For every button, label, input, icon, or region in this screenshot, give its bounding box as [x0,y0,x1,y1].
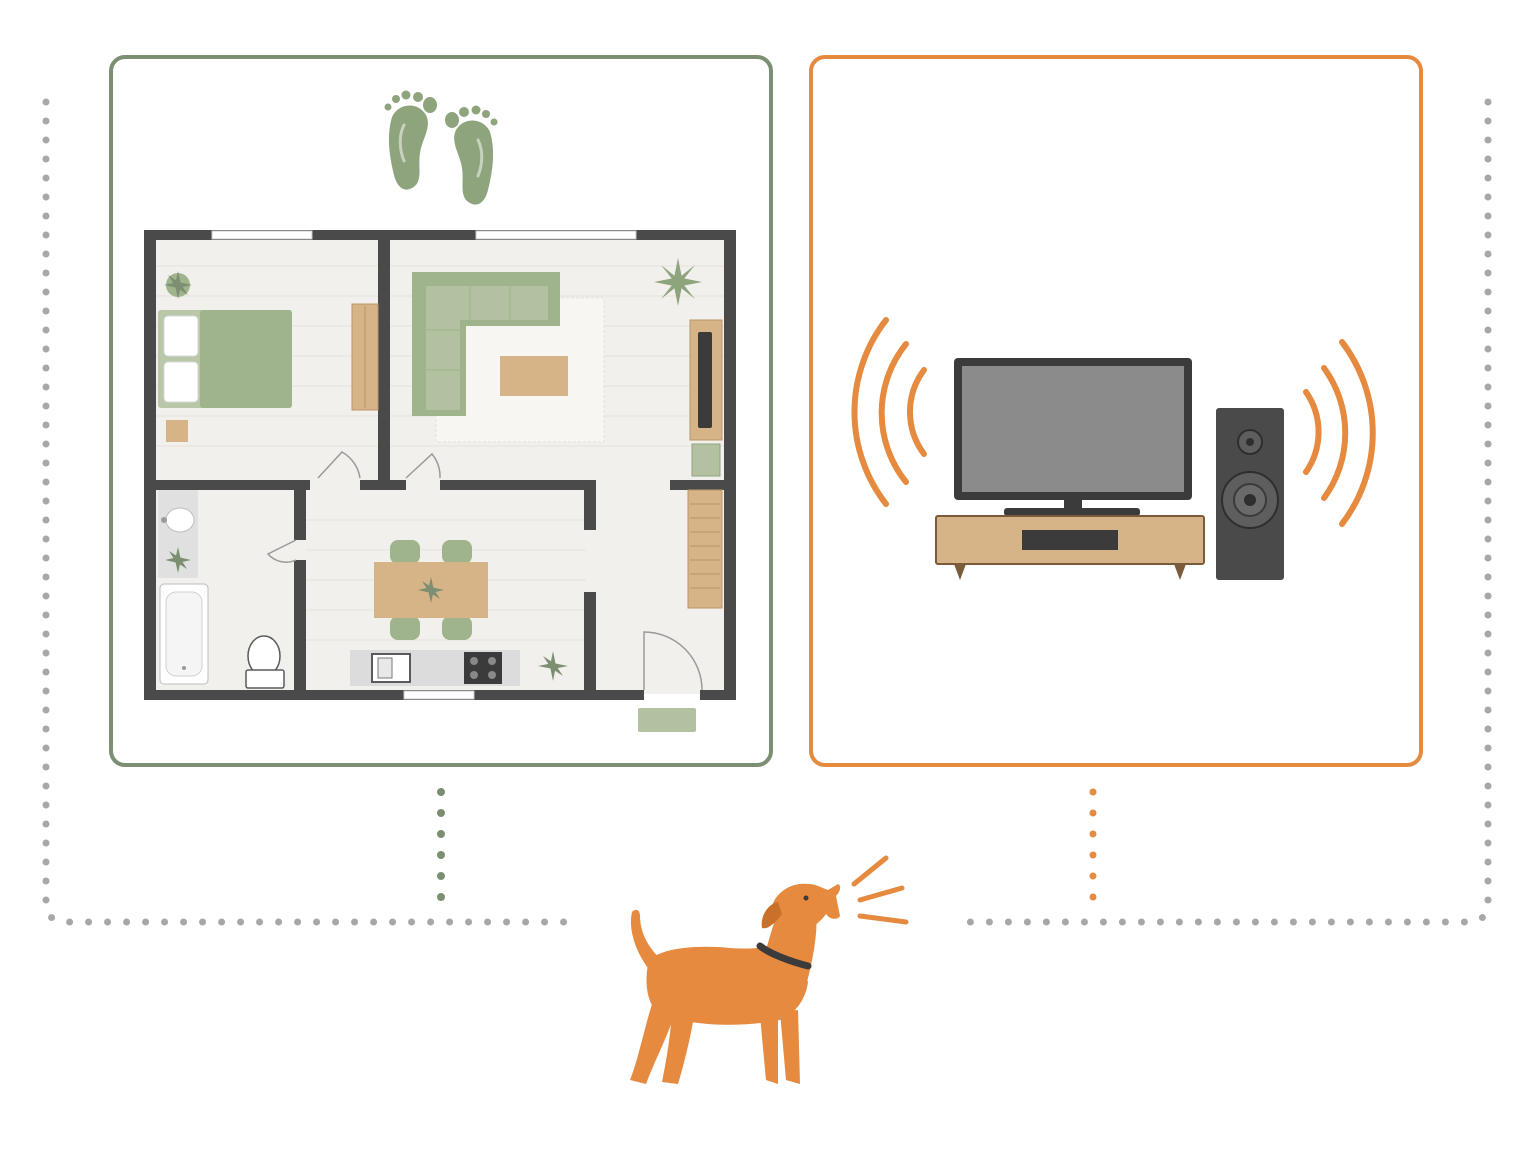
barking-dog-icon [630,883,841,1084]
bathroom-room [158,490,285,689]
living-room [412,258,723,477]
footprints-icon [384,90,498,205]
tv-stand [935,515,1205,580]
sound-waves-left [851,317,927,507]
doormat [638,708,696,732]
apartment-floor-plan [144,230,736,732]
television-icon [954,358,1192,516]
outer-connector-left [42,98,569,926]
bark-lines [851,855,909,925]
sound-waves-right [1303,339,1376,527]
outer-connector-right [958,98,1492,926]
kitchen-dining-room [350,540,568,686]
speaker-icon [1216,408,1284,580]
entry-hall [638,489,723,732]
bedroom-room [158,271,379,442]
